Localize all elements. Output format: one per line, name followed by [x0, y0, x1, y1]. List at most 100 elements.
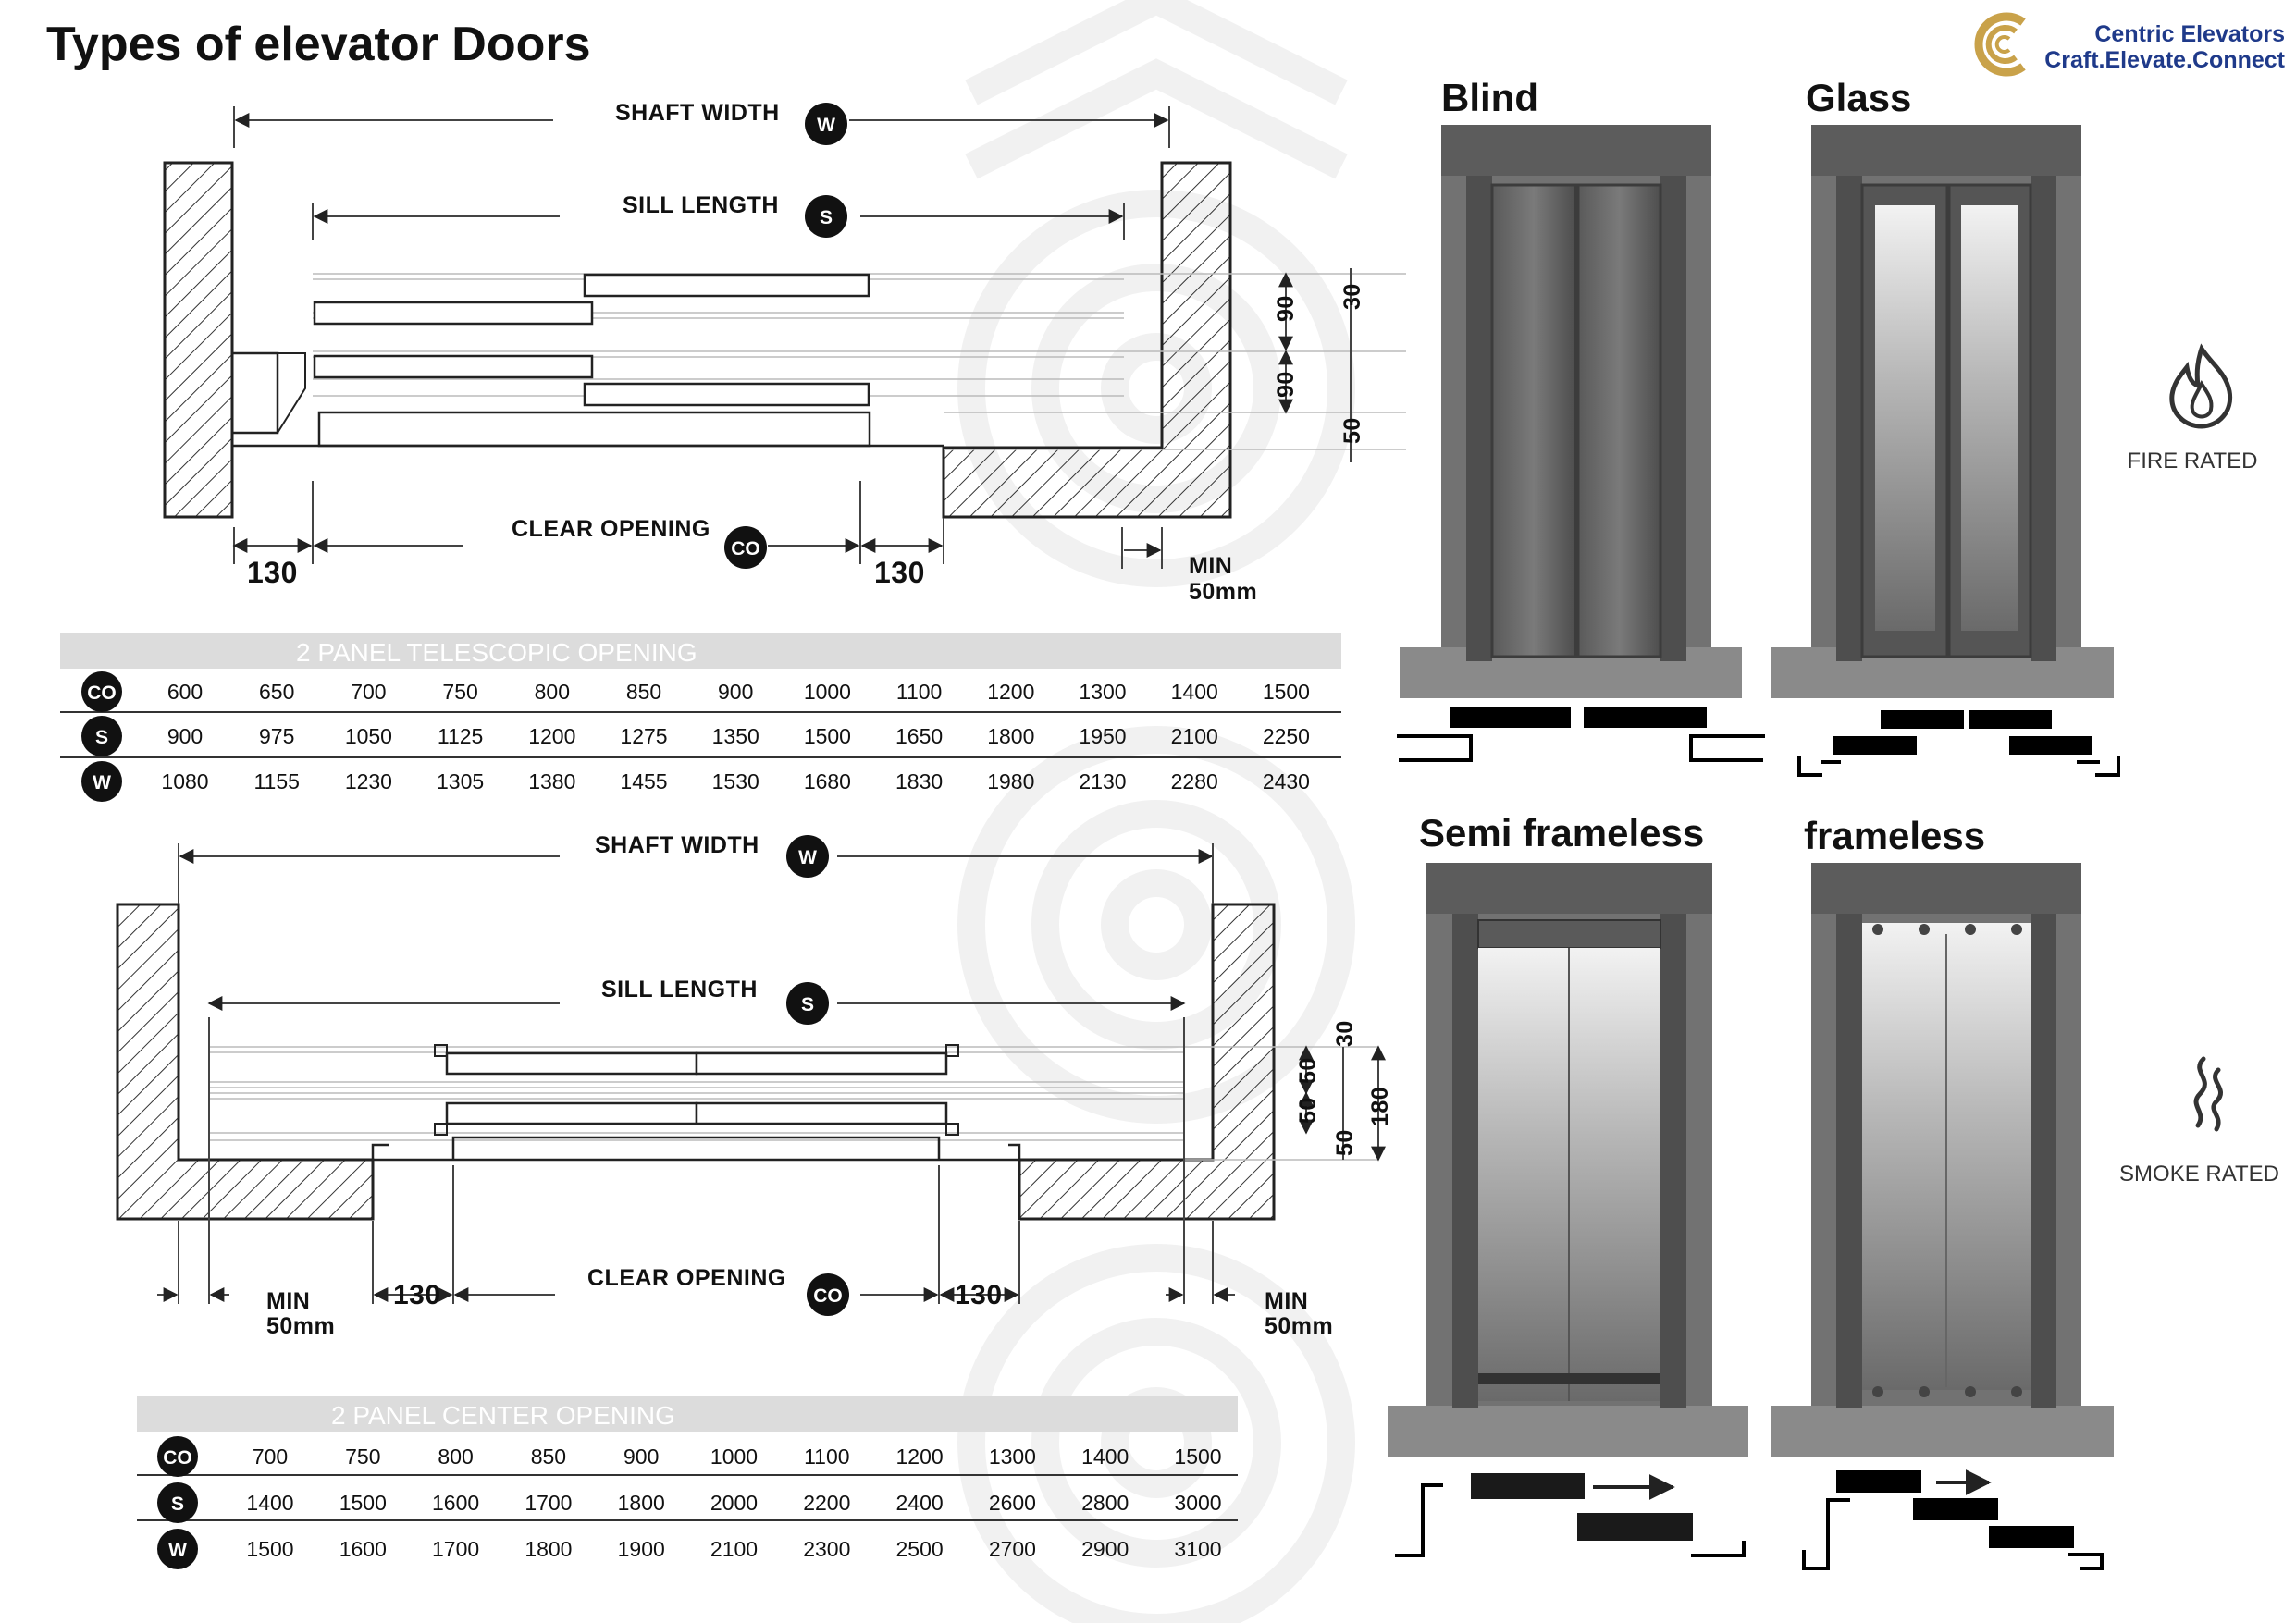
table-cell: 3000 [1174, 1491, 1221, 1515]
table-cell: 1800 [525, 1537, 572, 1561]
table-cell: 2700 [989, 1537, 1036, 1561]
glass-door [1771, 125, 2114, 698]
w-badge-text: W [798, 847, 817, 868]
table-cell: 2250 [1263, 724, 1310, 748]
table-cell: 3100 [1174, 1537, 1221, 1561]
semi-frameless-door [1388, 863, 1748, 1457]
co-badge [724, 526, 767, 569]
table-cell: 1300 [989, 1445, 1036, 1469]
door-type-blind-title: Blind [1441, 76, 1538, 119]
table-title: 2 PANEL TELESCOPIC OPENING [296, 638, 697, 667]
table-cell: 1980 [987, 769, 1034, 793]
shaft-width-label: SHAFT WIDTH [595, 832, 759, 858]
table-cell: 1125 [438, 724, 483, 748]
table-cell: 1400 [1081, 1445, 1129, 1469]
center-door-diagram: SHAFT WIDTH W SILL LENGTH S 30 50 50 50 … [116, 832, 1393, 1339]
table-cell: 1650 [895, 724, 943, 748]
row-badge-co [81, 671, 122, 712]
min-label: MIN [1189, 553, 1232, 579]
w-badge [786, 835, 829, 878]
dim-180: 180 [1367, 1087, 1393, 1126]
table-cell: 1275 [620, 724, 667, 748]
table-cell: 2430 [1263, 769, 1310, 793]
table-cell: 1900 [618, 1537, 665, 1561]
door-type-glass-title: Glass [1806, 76, 1912, 119]
min-left-value: 50mm [266, 1313, 335, 1339]
frameless-plan-icon [1802, 1469, 2104, 1570]
co-badge-text: CO [731, 538, 760, 559]
table-cell: 2400 [896, 1491, 944, 1515]
table-cell: 1300 [1079, 680, 1126, 704]
table-cell: 800 [535, 680, 570, 704]
row-badge-text: W [168, 1540, 187, 1561]
min-right-label: MIN [1265, 1288, 1308, 1314]
table-cell: 1400 [1171, 680, 1218, 704]
dim-50-b: 50 [1295, 1097, 1321, 1124]
row-badge-text: CO [87, 682, 117, 704]
row-badge-w [81, 761, 122, 802]
row-badge-text: W [93, 772, 111, 793]
table-cell: 1050 [345, 724, 392, 748]
table-cell: 900 [718, 680, 753, 704]
row-badge-text: S [95, 727, 108, 748]
sill-length-label: SILL LENGTH [601, 977, 758, 1002]
panel-inner-bottom [313, 354, 594, 379]
table-cell: 600 [167, 680, 203, 704]
table-cell: 700 [351, 680, 386, 704]
table-cell: 2130 [1079, 769, 1126, 793]
s-badge-text: S [820, 207, 833, 228]
table-cell: 1400 [246, 1491, 293, 1515]
right-wall [942, 161, 1232, 519]
table-cell: 2900 [1081, 1537, 1129, 1561]
table-cell: 750 [345, 1445, 380, 1469]
table-cell: 1000 [710, 1445, 758, 1469]
table-cell: 1500 [1263, 680, 1310, 704]
table-cell: 1500 [246, 1537, 293, 1561]
table-cell: 900 [623, 1445, 659, 1469]
table-cell: 700 [253, 1445, 288, 1469]
brand-tagline: Craft.Elevate.Connect [2044, 47, 2285, 73]
door-illustrations [1388, 125, 2233, 1570]
table-cell: 1800 [618, 1491, 665, 1515]
table-cell: 1000 [804, 680, 851, 704]
row-badge-w [157, 1529, 198, 1569]
panel-outer-bottom [583, 382, 870, 407]
table-cell: 1100 [896, 680, 942, 704]
door-type-frameless-title: frameless [1804, 814, 1986, 857]
dim-30: 30 [1332, 1020, 1358, 1047]
smoke-rated-label: SMOKE RATED [2119, 1162, 2279, 1187]
co-badge [807, 1273, 849, 1316]
glass-door-plan-icon [1797, 710, 2120, 777]
table-cell: 1830 [895, 769, 943, 793]
table-cell: 1200 [896, 1445, 944, 1469]
dim-130-left: 130 [393, 1280, 441, 1310]
table-cell: 1080 [161, 769, 208, 793]
fire-rated-label: FIRE RATED [2127, 449, 2258, 473]
panel-inner-top [313, 301, 594, 326]
dim-30: 30 [1339, 283, 1365, 310]
row-badge-text: S [171, 1494, 184, 1515]
page-title: Types of elevator Doors [46, 18, 591, 71]
table-cell: 1700 [432, 1537, 479, 1561]
dim-50-c: 50 [1332, 1129, 1358, 1156]
centric-logo-icon [1974, 12, 2026, 77]
blind-door-plan-icon [1397, 707, 1765, 762]
dim-90-b: 90 [1273, 371, 1299, 398]
table-cell: 850 [626, 680, 661, 704]
panel-left-top [445, 1051, 698, 1076]
brand-logo: Centric Elevators Craft.Elevate.Connect [1966, 7, 2285, 81]
s-badge [805, 195, 847, 238]
table-cell: 2200 [803, 1491, 850, 1515]
semi-frameless-plan-icon [1395, 1473, 1746, 1557]
table-banner [60, 633, 1341, 669]
table-cell: 1200 [987, 680, 1034, 704]
table-cell: 750 [442, 680, 477, 704]
row-badge-s [81, 716, 122, 756]
table-cell: 2100 [1171, 724, 1218, 748]
table-cell: 1800 [987, 724, 1034, 748]
frameless-door [1771, 863, 2114, 1457]
smoke-icon [2193, 1056, 2223, 1132]
table-cell: 1680 [804, 769, 851, 793]
